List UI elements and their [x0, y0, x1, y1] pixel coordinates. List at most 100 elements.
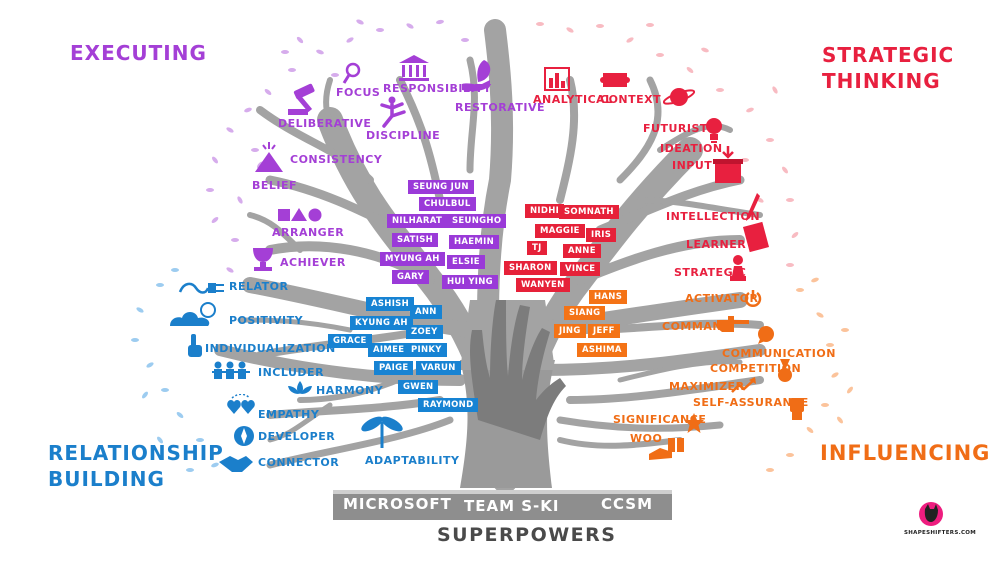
book-icon: [742, 221, 770, 253]
theme-individualization: INDIVIDUALIZATION: [205, 342, 336, 355]
theme-connector: CONNECTOR: [258, 456, 340, 469]
person-tag: ANN: [410, 305, 442, 319]
lotus-icon: [288, 381, 312, 394]
theme-context: CONTEXT: [600, 93, 662, 106]
theme-activator: ACTIVATOR: [685, 292, 759, 305]
theme-positivity: POSITIVITY: [229, 314, 304, 327]
theme-consistency: CONSISTENCY: [290, 153, 383, 166]
theme-command: COMMAND: [662, 320, 732, 333]
theme-includer: INCLUDER: [258, 366, 325, 379]
person-tag: SEUNGHO: [447, 214, 507, 228]
fist-icon: [790, 398, 804, 420]
person-tag: WANYEN: [516, 278, 570, 292]
person-tag: HANS: [589, 290, 628, 304]
person-tag: KYUNG AH: [350, 316, 413, 330]
person-tag: ELSIE: [447, 255, 485, 269]
temple-icon: [399, 55, 429, 81]
theme-focus: FOCUS: [336, 86, 381, 99]
theme-adaptability: ADAPTABILITY: [365, 454, 460, 467]
trophy-icon: [253, 248, 273, 271]
theme-intellection: INTELLECTION: [666, 210, 761, 223]
plug-icon: [178, 282, 224, 294]
hand-leaf-icon: [462, 60, 491, 92]
theme-learner: LEARNER: [686, 238, 747, 251]
person-tag: AIMEE: [368, 343, 410, 357]
footer-title: SUPERPOWERS: [437, 524, 617, 546]
brand-text: SHAPESHIFTERS.COM: [904, 530, 977, 536]
person-tag: TJ: [527, 241, 547, 255]
person-tag: RAYMOND: [418, 398, 479, 412]
speech-bubble-icon: [758, 326, 774, 344]
person-tag: PINKY: [406, 343, 447, 357]
theme-maximizer: MAXIMIZER: [669, 380, 745, 393]
scroll-icon: [600, 73, 630, 87]
theme-self-assurance: SELF-ASSURANCE: [693, 396, 809, 409]
theme-woo: WOO: [630, 432, 663, 445]
person-tag: HAEMIN: [449, 235, 500, 249]
theme-input: INPUT: [672, 159, 713, 172]
theme-harmony: HARMONY: [316, 384, 384, 397]
person-tag: GWEN: [398, 380, 439, 394]
person-tag: JEFF: [588, 324, 620, 338]
person-tag: MAGGIE: [535, 224, 585, 238]
person-tag: ASHIMA: [577, 343, 627, 357]
person-tag: SOMNATH: [559, 205, 619, 219]
theme-analytical: ANALYTICAL: [533, 93, 613, 106]
karate-icon: [380, 96, 406, 128]
theme-deliberative: DELIBERATIVE: [278, 117, 372, 130]
star-icon: [684, 413, 704, 433]
cloud-sun-icon: [170, 302, 216, 326]
person-tag: ASHISH: [366, 297, 415, 311]
base-label-team: TEAM S-KI: [464, 497, 560, 515]
person-tag: ANNE: [563, 244, 601, 258]
person-tag: ZOEY: [406, 325, 443, 339]
person-tag: JING: [554, 324, 586, 338]
theme-discipline: DISCIPLINE: [366, 129, 441, 142]
theme-futuristic: FUTURISTIC: [643, 122, 722, 135]
dragonfly-icon: [361, 416, 403, 448]
magnifier-icon: [342, 62, 361, 84]
box-icon: [713, 146, 743, 183]
quadrant-title-influencing: INFLUENCING: [820, 441, 991, 465]
theme-developer: DEVELOPER: [258, 430, 336, 443]
mountain-icon: [255, 142, 283, 172]
person-tag: VARUN: [416, 361, 461, 375]
person-tag: SEUNG JUN: [408, 180, 474, 194]
planet-icon: [662, 88, 696, 106]
lightbulb-icon: [706, 118, 722, 143]
growth-arrow-icon: [731, 377, 756, 393]
finger-icon: [188, 334, 202, 357]
shapeshifters-logo: [919, 502, 943, 526]
quadrant-title-executing: EXECUTING: [70, 41, 207, 65]
person-tag: IRIS: [586, 228, 617, 242]
bar-chart-icon: [544, 67, 570, 91]
theme-restorative: RESTORATIVE: [455, 101, 546, 114]
person-tag: VINCE: [560, 262, 601, 276]
person-tag: SATISH: [392, 233, 439, 247]
theme-strategic: STRATEGIC: [674, 266, 747, 279]
theme-arranger: ARRANGER: [272, 226, 345, 239]
person-tag: CHULBUL: [419, 197, 476, 211]
chess-pawn-icon: [730, 255, 746, 281]
handshake-icon: [219, 456, 253, 472]
power-icon: [744, 290, 762, 307]
gift-icon: [649, 438, 684, 460]
theme-empathy: EMPATHY: [258, 408, 320, 421]
person-tag: MYUNG AH: [380, 252, 445, 266]
person-tag: SHARON: [504, 261, 557, 275]
person-tag: HUI YING: [442, 275, 498, 289]
theme-communication: COMMUNICATION: [722, 347, 836, 360]
theme-ideation: IDEATION: [660, 142, 723, 155]
theme-achiever: ACHIEVER: [280, 256, 346, 269]
gavel-icon: [288, 83, 315, 115]
shapes-icon: [278, 208, 322, 222]
theme-competition: COMPETITION: [710, 362, 802, 375]
pen-icon: [746, 193, 760, 221]
theme-significance: SIGNIFICANCE: [613, 413, 707, 426]
person-tag: NILHARAT: [387, 214, 448, 228]
